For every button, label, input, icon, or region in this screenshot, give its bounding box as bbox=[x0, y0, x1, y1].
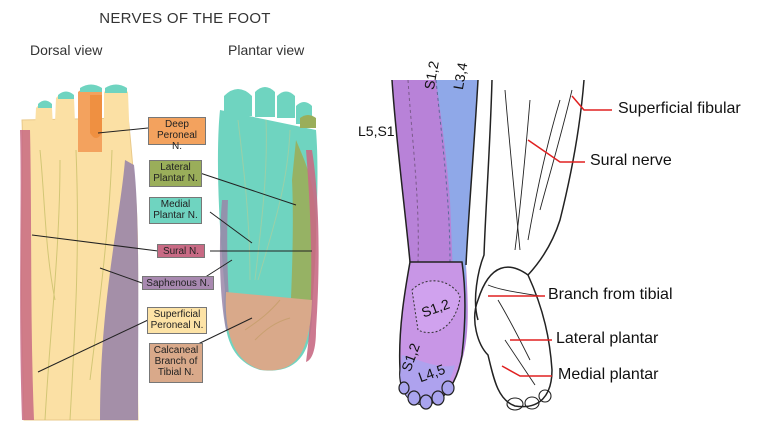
label-medial-plantar-right: Medial plantar bbox=[558, 366, 659, 383]
outline-leg bbox=[474, 79, 585, 411]
plantar-view-label: Plantar view bbox=[228, 42, 305, 58]
colored-leg bbox=[391, 79, 479, 410]
label-superficial-fibular: Superficial fibular bbox=[618, 100, 741, 117]
label-calcaneal: Calcaneal Branch of Tibial N. bbox=[149, 343, 203, 383]
plantar-foot bbox=[217, 87, 319, 371]
segment-l5-s1: L5,S1 bbox=[358, 123, 395, 139]
label-saphenous: Saphenous N. bbox=[142, 276, 214, 290]
label-lateral-plantar: Lateral Plantar N. bbox=[149, 160, 202, 187]
label-medial-plantar: Medial Plantar N. bbox=[149, 197, 202, 224]
label-lateral-plantar-right: Lateral plantar bbox=[556, 330, 659, 347]
label-superficial-peroneal: Superficial Peroneal N. bbox=[147, 307, 207, 334]
label-branch-from-tibial: Branch from tibial bbox=[548, 286, 673, 303]
red-leader-lines bbox=[488, 95, 612, 377]
label-sural-nerve: Sural nerve bbox=[590, 152, 672, 169]
dorsal-view-label: Dorsal view bbox=[30, 42, 103, 58]
diagram-title: NERVES OF THE FOOT bbox=[99, 10, 271, 27]
label-sural: Sural N. bbox=[157, 244, 205, 258]
label-deep-peroneal: Deep Peroneal N. bbox=[148, 117, 206, 152]
